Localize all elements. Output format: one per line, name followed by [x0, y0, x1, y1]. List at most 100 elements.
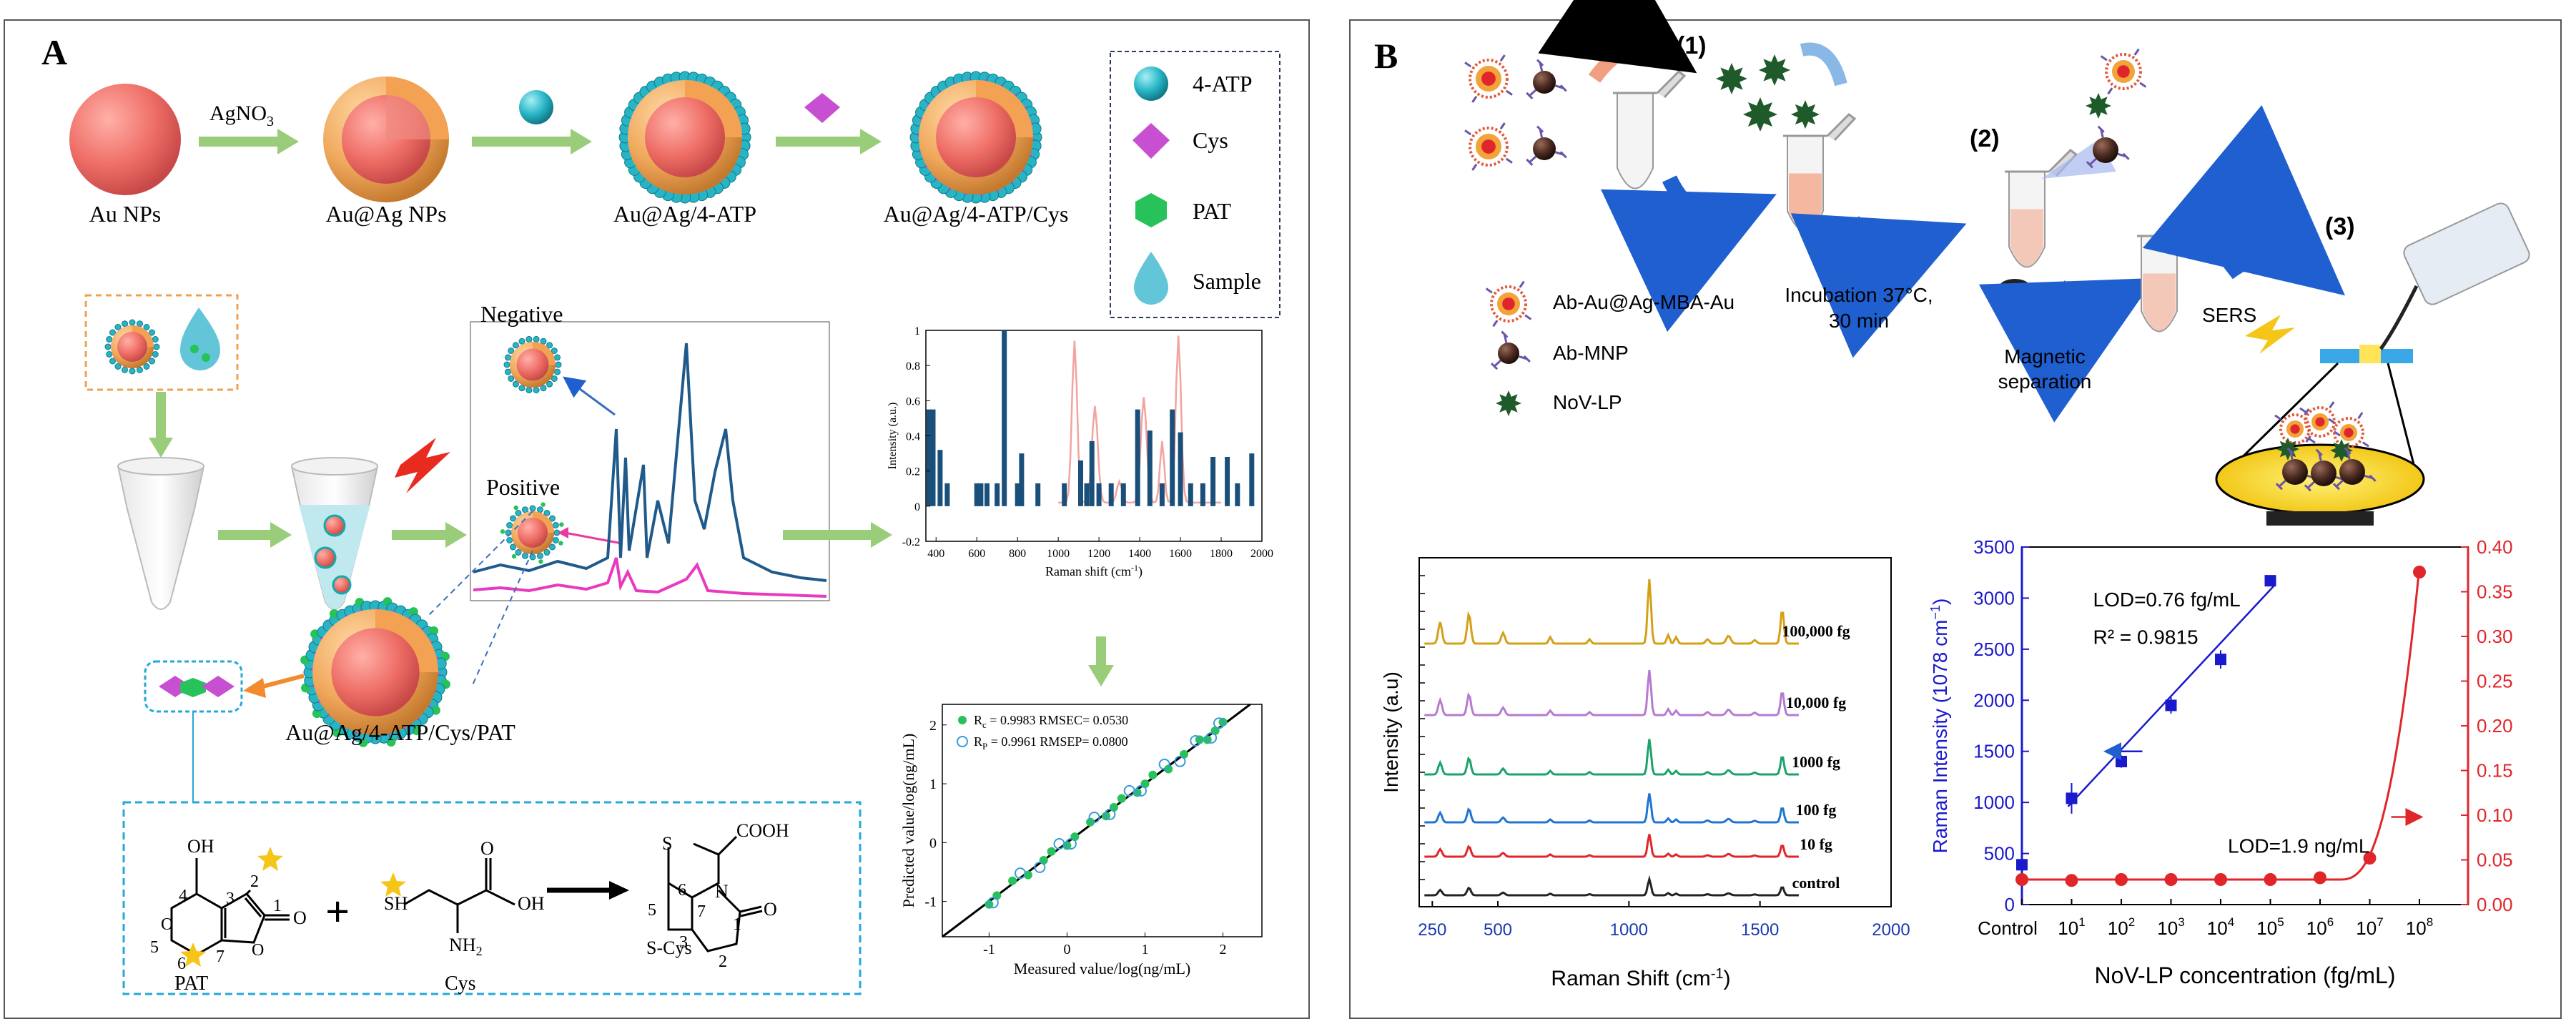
prediction-point [1190, 735, 1202, 747]
bar [926, 409, 932, 506]
x-tick-label: 102 [2108, 915, 2135, 939]
bar [1089, 440, 1095, 506]
y-right-tick-label: 0.25 [2477, 671, 2513, 692]
y-tick-label: 0.2 [906, 466, 920, 478]
elisa-point [2413, 566, 2426, 578]
plus-sign: + [325, 888, 350, 935]
incubation-label: Incubation 37°C, [1785, 284, 1933, 306]
panel-b-frame [1349, 19, 2562, 1019]
bar [974, 483, 979, 506]
negative-particle [503, 335, 562, 394]
svg-text:Au NPs: Au NPs [89, 201, 161, 227]
svg-text:6: 6 [678, 881, 686, 900]
elisa-point [2115, 873, 2128, 886]
bar [978, 483, 984, 506]
svg-text:COOH: COOH [736, 820, 789, 841]
legend-cys: Cys [1193, 127, 1228, 153]
x-tick-label: 500 [1484, 920, 1512, 940]
bar [1210, 457, 1216, 506]
svg-text:3: 3 [226, 890, 235, 908]
x-tick-label: 107 [2356, 915, 2383, 939]
star-icon [180, 942, 206, 967]
step-1-label: (1) [1677, 32, 1707, 59]
x-tick-label: 800 [1009, 548, 1026, 560]
cys-reagent-icon [804, 93, 840, 123]
y-left-tick-label: 2000 [1973, 689, 2015, 711]
x-tick-label: 104 [2207, 915, 2234, 939]
y-left-tick-label: 2500 [1973, 639, 2015, 660]
svg-text:1: 1 [273, 897, 282, 915]
y-left-tick-label: 1000 [1973, 792, 2015, 813]
spectrum-line [1424, 793, 1799, 824]
y-tick-label: 0 [914, 501, 920, 513]
bar [1035, 483, 1041, 506]
legend-pred-marker [957, 736, 968, 747]
au-ag-atp-label: Au@Ag/4-ATP [613, 201, 756, 227]
x-tick-label: 1500 [1741, 920, 1779, 940]
x-axis-label: NoV-LP concentration (fg/mL) [2095, 962, 2396, 988]
bar [937, 450, 943, 506]
assay-scheme [1464, 0, 2530, 526]
x-tick-label: 250 [1418, 920, 1446, 940]
spectrum-pink-line [473, 557, 827, 598]
star-icon [257, 847, 283, 871]
panel-a-label: A [41, 32, 67, 72]
spectrum-line [1424, 578, 1799, 645]
x-tick-label: 106 [2306, 915, 2334, 939]
x-tick-label: 1000 [1047, 548, 1070, 560]
svg-text:7: 7 [216, 947, 224, 966]
positive-pointer [564, 531, 623, 545]
incubation-time: 30 min [1829, 310, 1889, 332]
x-tick-label: 101 [2058, 915, 2085, 939]
y-tick-label: 0 [929, 835, 937, 851]
svg-text:OH: OH [518, 893, 545, 914]
svg-text:6: 6 [177, 955, 186, 973]
svg-text:O: O [764, 899, 777, 920]
svg-text:SH: SH [384, 893, 408, 914]
y-axis-label: Predicted value/log(ng/mL) [899, 734, 917, 908]
y-left-tick-label: 0 [2005, 894, 2015, 915]
y-tick-label: 1 [929, 777, 937, 792]
svg-text:4: 4 [179, 887, 187, 905]
x-tick-label: -1 [983, 942, 995, 957]
x-tick-label: 108 [2406, 915, 2433, 939]
svg-text:Cys: Cys [445, 973, 476, 995]
laser-icon [395, 438, 450, 493]
x-axis-label: Measured value/log(ng/mL) [1014, 960, 1190, 978]
spectrum-blue-line [473, 343, 827, 582]
sers-point [2215, 654, 2226, 666]
star-icon [380, 872, 406, 897]
y-left-tick-label: 1500 [1973, 741, 2015, 762]
calibration-point [1218, 717, 1228, 727]
svg-text:3: 3 [679, 933, 688, 952]
elisa-point [2214, 873, 2227, 886]
au-ag-atp-cys-label: Au@Ag/4-ATP/Cys [884, 201, 1069, 227]
spectrum-label: 100,000 fg [1782, 622, 1850, 640]
bar [995, 483, 1000, 506]
spectrum-label: 1000 fg [1792, 753, 1840, 771]
spectrum-label: 10 fg [1800, 835, 1832, 853]
cys-structure [403, 858, 515, 933]
elisa-point [2363, 852, 2377, 865]
svg-text:7: 7 [697, 902, 706, 921]
elisa-point [2015, 873, 2028, 886]
sers-point [2264, 575, 2276, 587]
spectrum-label: control [1792, 874, 1840, 892]
calibration-point [1047, 847, 1056, 856]
y-tick-label: -0.2 [902, 536, 920, 548]
au-ag-np: Au@Ag NPs [323, 77, 449, 227]
legend-4atp-icon [1134, 67, 1168, 101]
spectrum-line [1424, 739, 1799, 776]
svg-text:NH2: NH2 [449, 935, 483, 958]
atp-reagent-icon [519, 90, 553, 124]
svg-text:OH: OH [187, 836, 214, 857]
y-right-tick-label: 0.20 [2477, 715, 2513, 737]
separation-label: separation [1998, 370, 2092, 393]
bar [1249, 453, 1255, 506]
calibration-point [1008, 876, 1017, 885]
x-tick-label: 1800 [1210, 548, 1233, 560]
sample-tube [290, 457, 379, 610]
prediction-point [1034, 861, 1046, 873]
y-right-tick-label: 0.00 [2477, 894, 2513, 915]
prediction-point [1065, 838, 1077, 850]
